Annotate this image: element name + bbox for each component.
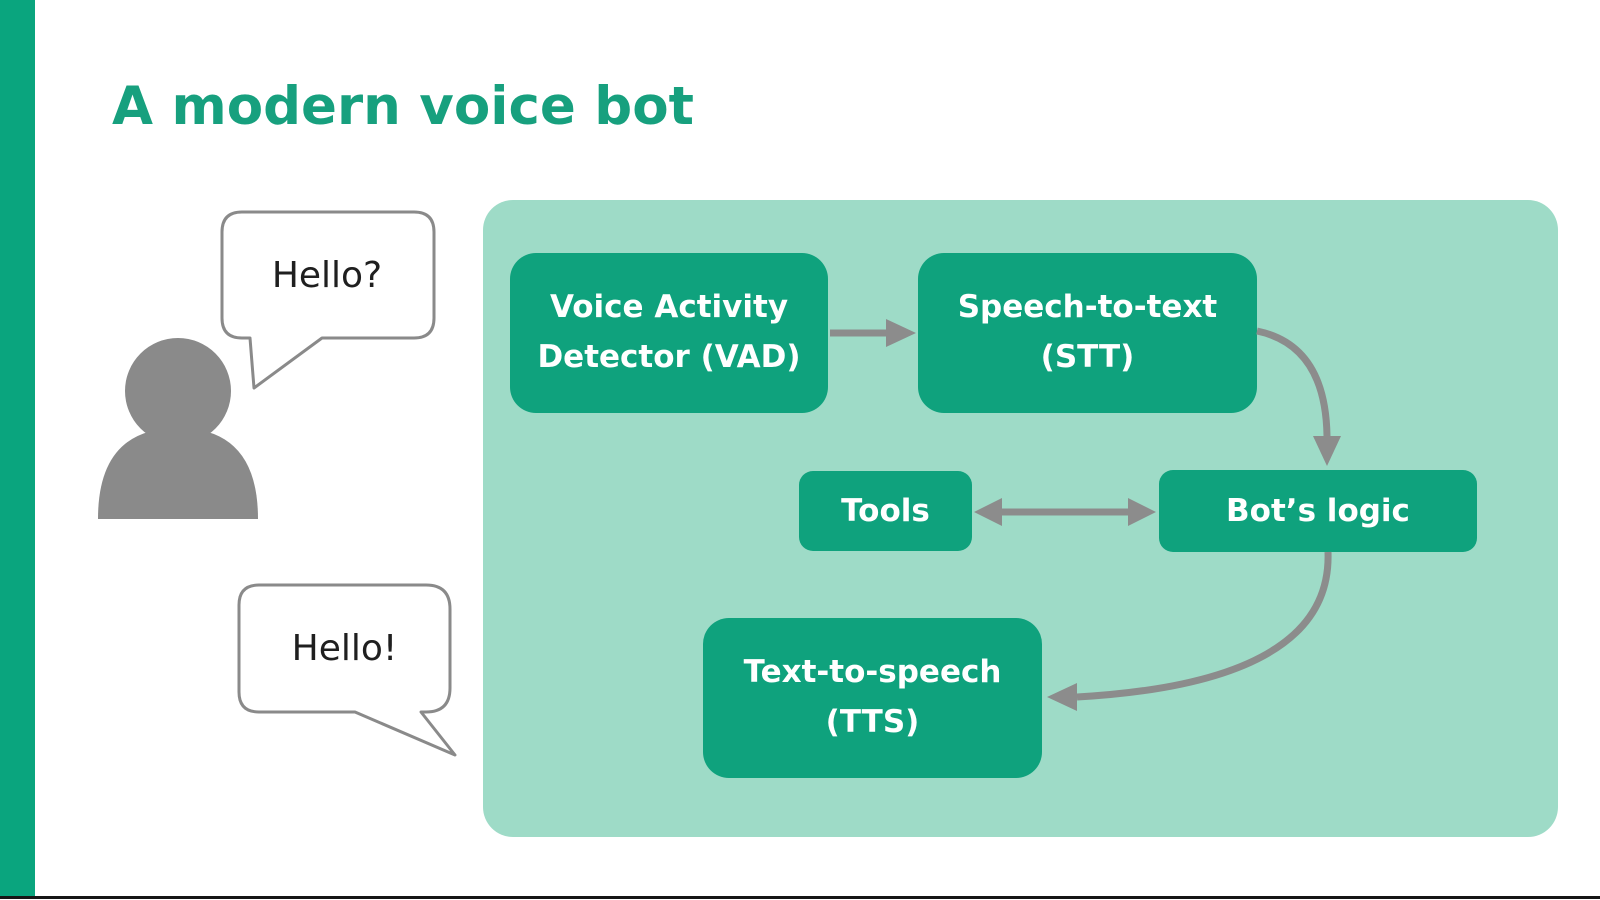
node-bots-logic: Bot’s logic xyxy=(1159,470,1477,552)
speech-bubble-incoming-shape xyxy=(220,210,436,390)
node-tools: Tools xyxy=(799,471,972,551)
person-head xyxy=(125,338,231,444)
speech-bubble-outgoing xyxy=(237,583,457,757)
speech-bubble-incoming-text: Hello? xyxy=(271,254,383,296)
left-accent-bar xyxy=(0,0,35,896)
node-stt-line1: Speech-to-text xyxy=(957,289,1218,326)
speech-bubble-incoming xyxy=(220,210,436,390)
node-tts-line2: (TTS) xyxy=(825,704,920,740)
node-vad-line1: Voice Activity xyxy=(549,289,789,326)
speech-bubble-outgoing-text: Hello! xyxy=(291,628,398,669)
node-logic-label: Bot’s logic xyxy=(1226,492,1410,529)
node-tts-line1: Text-to-speech xyxy=(743,654,1002,691)
speech-bubble-outgoing-shape xyxy=(237,583,457,757)
node-text-to-speech: Text-to-speech (TTS) xyxy=(703,618,1042,778)
node-voice-activity-detector: Voice Activity Detector (VAD) xyxy=(510,253,828,413)
footer-line xyxy=(0,896,1600,899)
node-stt-line2: (STT) xyxy=(1040,339,1135,375)
node-tools-label: Tools xyxy=(841,492,930,529)
node-speech-to-text: Speech-to-text (STT) xyxy=(918,253,1257,413)
person-body xyxy=(98,428,258,519)
page-title: A modern voice bot xyxy=(112,76,694,137)
node-vad-line2: Detector (VAD) xyxy=(537,339,801,375)
person-icon xyxy=(98,338,258,519)
